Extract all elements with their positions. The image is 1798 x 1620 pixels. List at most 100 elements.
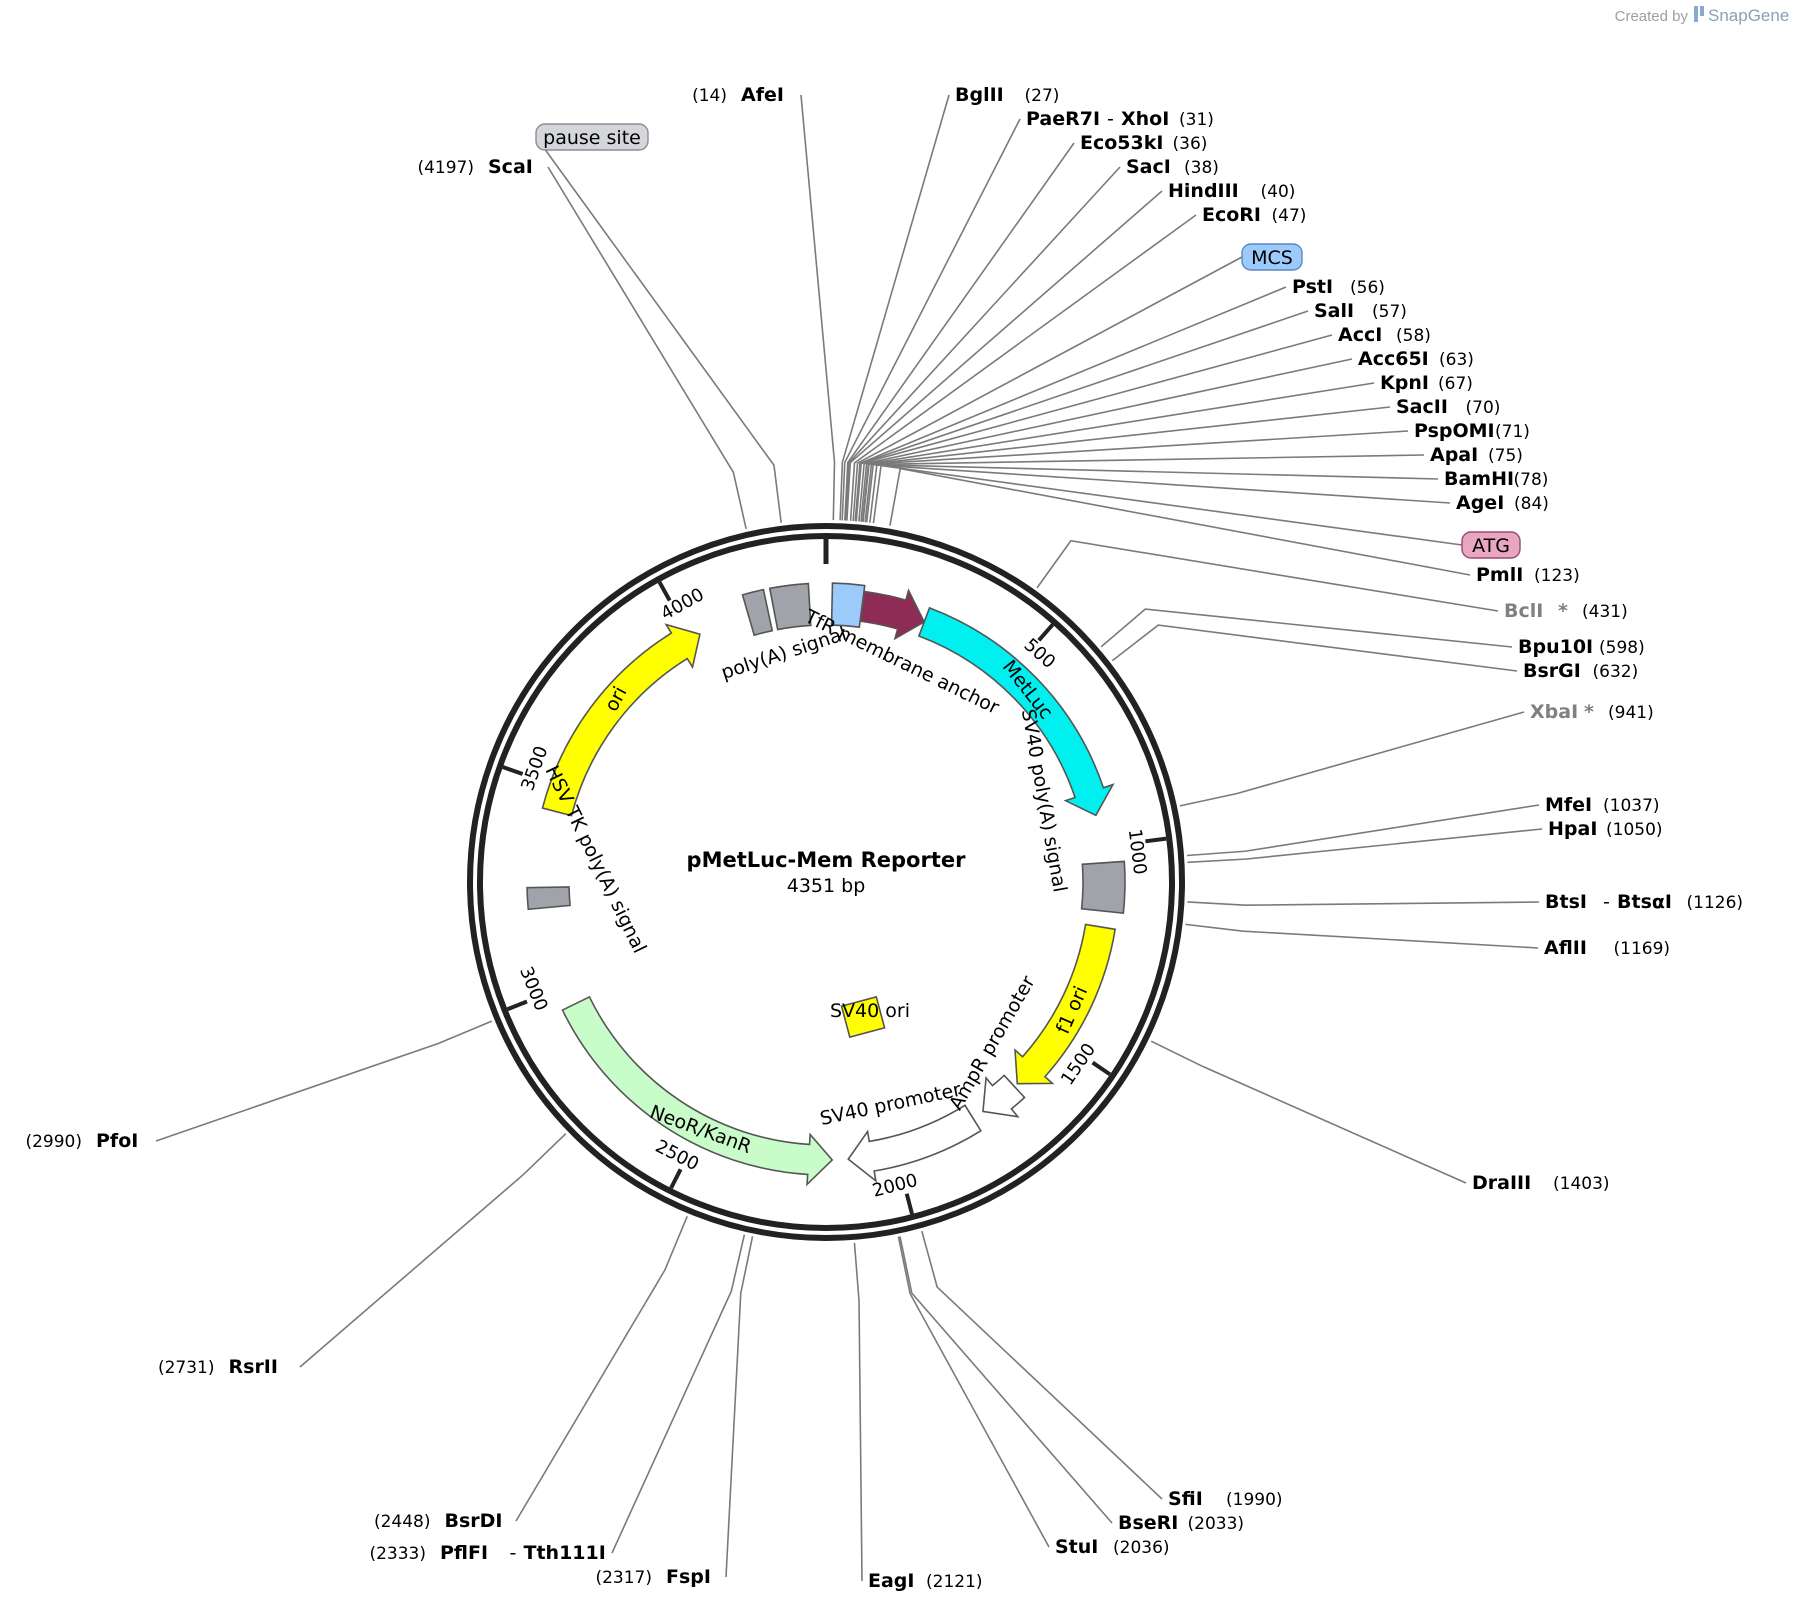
site-leader-line [862, 430, 1409, 522]
site-label-bseri: BseRI(2033) [1118, 1512, 1244, 1534]
site-position: (1990) [1226, 1490, 1283, 1510]
site-name: BglII [955, 84, 1004, 106]
site-leader-line [1185, 923, 1539, 949]
site-label-mfei: MfeI(1037) [1545, 794, 1660, 816]
site-name-2: XhoI [1121, 108, 1169, 130]
site-position: (4197) [417, 158, 474, 178]
site-name: SfiI [1168, 1488, 1203, 1510]
site-name: PflFI [440, 1542, 488, 1564]
callout-pill [1241, 243, 1303, 271]
callout-leader-line [535, 136, 782, 523]
site-position: (36) [1173, 134, 1208, 154]
site-leader-line [860, 382, 1375, 522]
site-name: StuI [1055, 1536, 1098, 1558]
tick-label: 3000 [515, 964, 552, 1014]
feature-ampr-promoter [982, 1074, 1026, 1118]
tick-mark [1091, 1060, 1112, 1077]
snapgene-branding: Created by SnapGene [1615, 6, 1789, 25]
site-leader-line [515, 1216, 688, 1522]
site-name: EagI [868, 1570, 914, 1592]
site-position: (1050) [1606, 820, 1663, 840]
site-name: XbaI [1530, 701, 1578, 723]
tick-mark [1037, 623, 1055, 642]
tick-mark [657, 581, 672, 602]
site-label-saci: SacI(38) [1126, 156, 1219, 178]
backbone-outer-strand [467, 523, 1185, 1241]
site-label-eco53ki: Eco53kI(36) [1080, 132, 1207, 154]
feature-label-sv40-ori: SV40 ori [830, 1000, 910, 1022]
tick-mark [506, 999, 528, 1012]
site-leader-line [800, 94, 836, 521]
feature-sv40-poly-a-signal [1080, 860, 1126, 915]
tick-label: 1000 [1124, 828, 1151, 876]
site-position: (27) [1025, 86, 1060, 106]
site-leader-line [1187, 901, 1540, 906]
site-position: (598) [1599, 638, 1645, 658]
site-position: (632) [1593, 662, 1639, 682]
site-label-stui: StuI(2036) [1055, 1536, 1170, 1558]
snapgene-logo-icon [1694, 6, 1704, 22]
site-leader-line [844, 142, 1075, 521]
tick-mark [669, 1168, 683, 1189]
site-position: (47) [1272, 206, 1307, 226]
site-leader-line [858, 358, 1353, 522]
site-position: (2731) [158, 1358, 215, 1378]
site-position: (1037) [1603, 796, 1660, 816]
site-leader-line [897, 1236, 1050, 1548]
site-leader-line [845, 166, 1121, 521]
callout-mcs: MCS [1241, 243, 1303, 271]
plasmid-center-label: pMetLuc-Mem Reporter 4351 bp [687, 848, 967, 897]
site-label-hindiii: HindIII(40) [1168, 180, 1295, 202]
site-position: (2333) [369, 1544, 426, 1564]
site-name: BtsI [1545, 891, 1587, 913]
site-label-apai: ApaI(75) [1430, 444, 1523, 466]
site-position: (1403) [1553, 1174, 1610, 1194]
site-name: PstI [1292, 276, 1333, 298]
site-position: (70) [1466, 398, 1501, 418]
site-label-afei: (14)AfeI [692, 84, 784, 106]
site-position: (2317) [595, 1568, 652, 1588]
site-position: (71) [1495, 422, 1530, 442]
site-leader-line [547, 166, 747, 530]
site-label-bamhi: BamHI(78) [1444, 468, 1548, 490]
site-position: (941) [1608, 703, 1654, 723]
site-name-2: Tth111I [524, 1542, 606, 1564]
plasmid-name: pMetLuc-Mem Reporter [687, 848, 967, 872]
site-leader-line [854, 286, 1287, 522]
site-label-acc65i: Acc65I(63) [1358, 348, 1474, 370]
site-position: (57) [1372, 302, 1407, 322]
feature-metluc [917, 606, 1115, 817]
callout-label: pause site [543, 127, 641, 149]
site-position: (431) [1582, 602, 1628, 622]
site-name: SacII [1396, 396, 1448, 418]
site-name: HpaI [1548, 818, 1597, 840]
feature-label-poly-a-signal: poly(A) signal [719, 623, 850, 684]
site-leader-line [839, 94, 950, 521]
site-name: Acc65I [1358, 348, 1429, 370]
site-label-draiii: DraIII(1403) [1472, 1172, 1610, 1194]
site-leader-line [299, 1133, 567, 1368]
site-label-aflii: AflII(1169) [1544, 937, 1670, 959]
site-position: (2033) [1188, 1514, 1245, 1534]
site-position: (1126) [1687, 893, 1744, 913]
site-position: (31) [1179, 110, 1214, 130]
created-by-text: Created by [1615, 8, 1689, 25]
site-name-2: BtsαI [1617, 891, 1672, 913]
site-name: RsrII [229, 1356, 278, 1378]
site-star: * [1558, 600, 1568, 622]
site-name: EcoRI [1202, 204, 1261, 226]
site-label-xbai: XbaI*(941) [1530, 701, 1654, 723]
site-leader-line [1100, 608, 1513, 648]
snapgene-wordmark: SnapGene [1708, 6, 1789, 25]
site-label-acci: AccI(58) [1338, 324, 1431, 346]
site-name: PspOMI [1414, 420, 1495, 442]
site-name: ApaI [1430, 444, 1478, 466]
site-dash: - [1107, 108, 1114, 130]
site-label-sali: SalI(57) [1314, 300, 1407, 322]
site-dash: - [510, 1542, 517, 1564]
site-name: AfeI [741, 84, 784, 106]
callout-pause-site: pause site [535, 123, 649, 151]
